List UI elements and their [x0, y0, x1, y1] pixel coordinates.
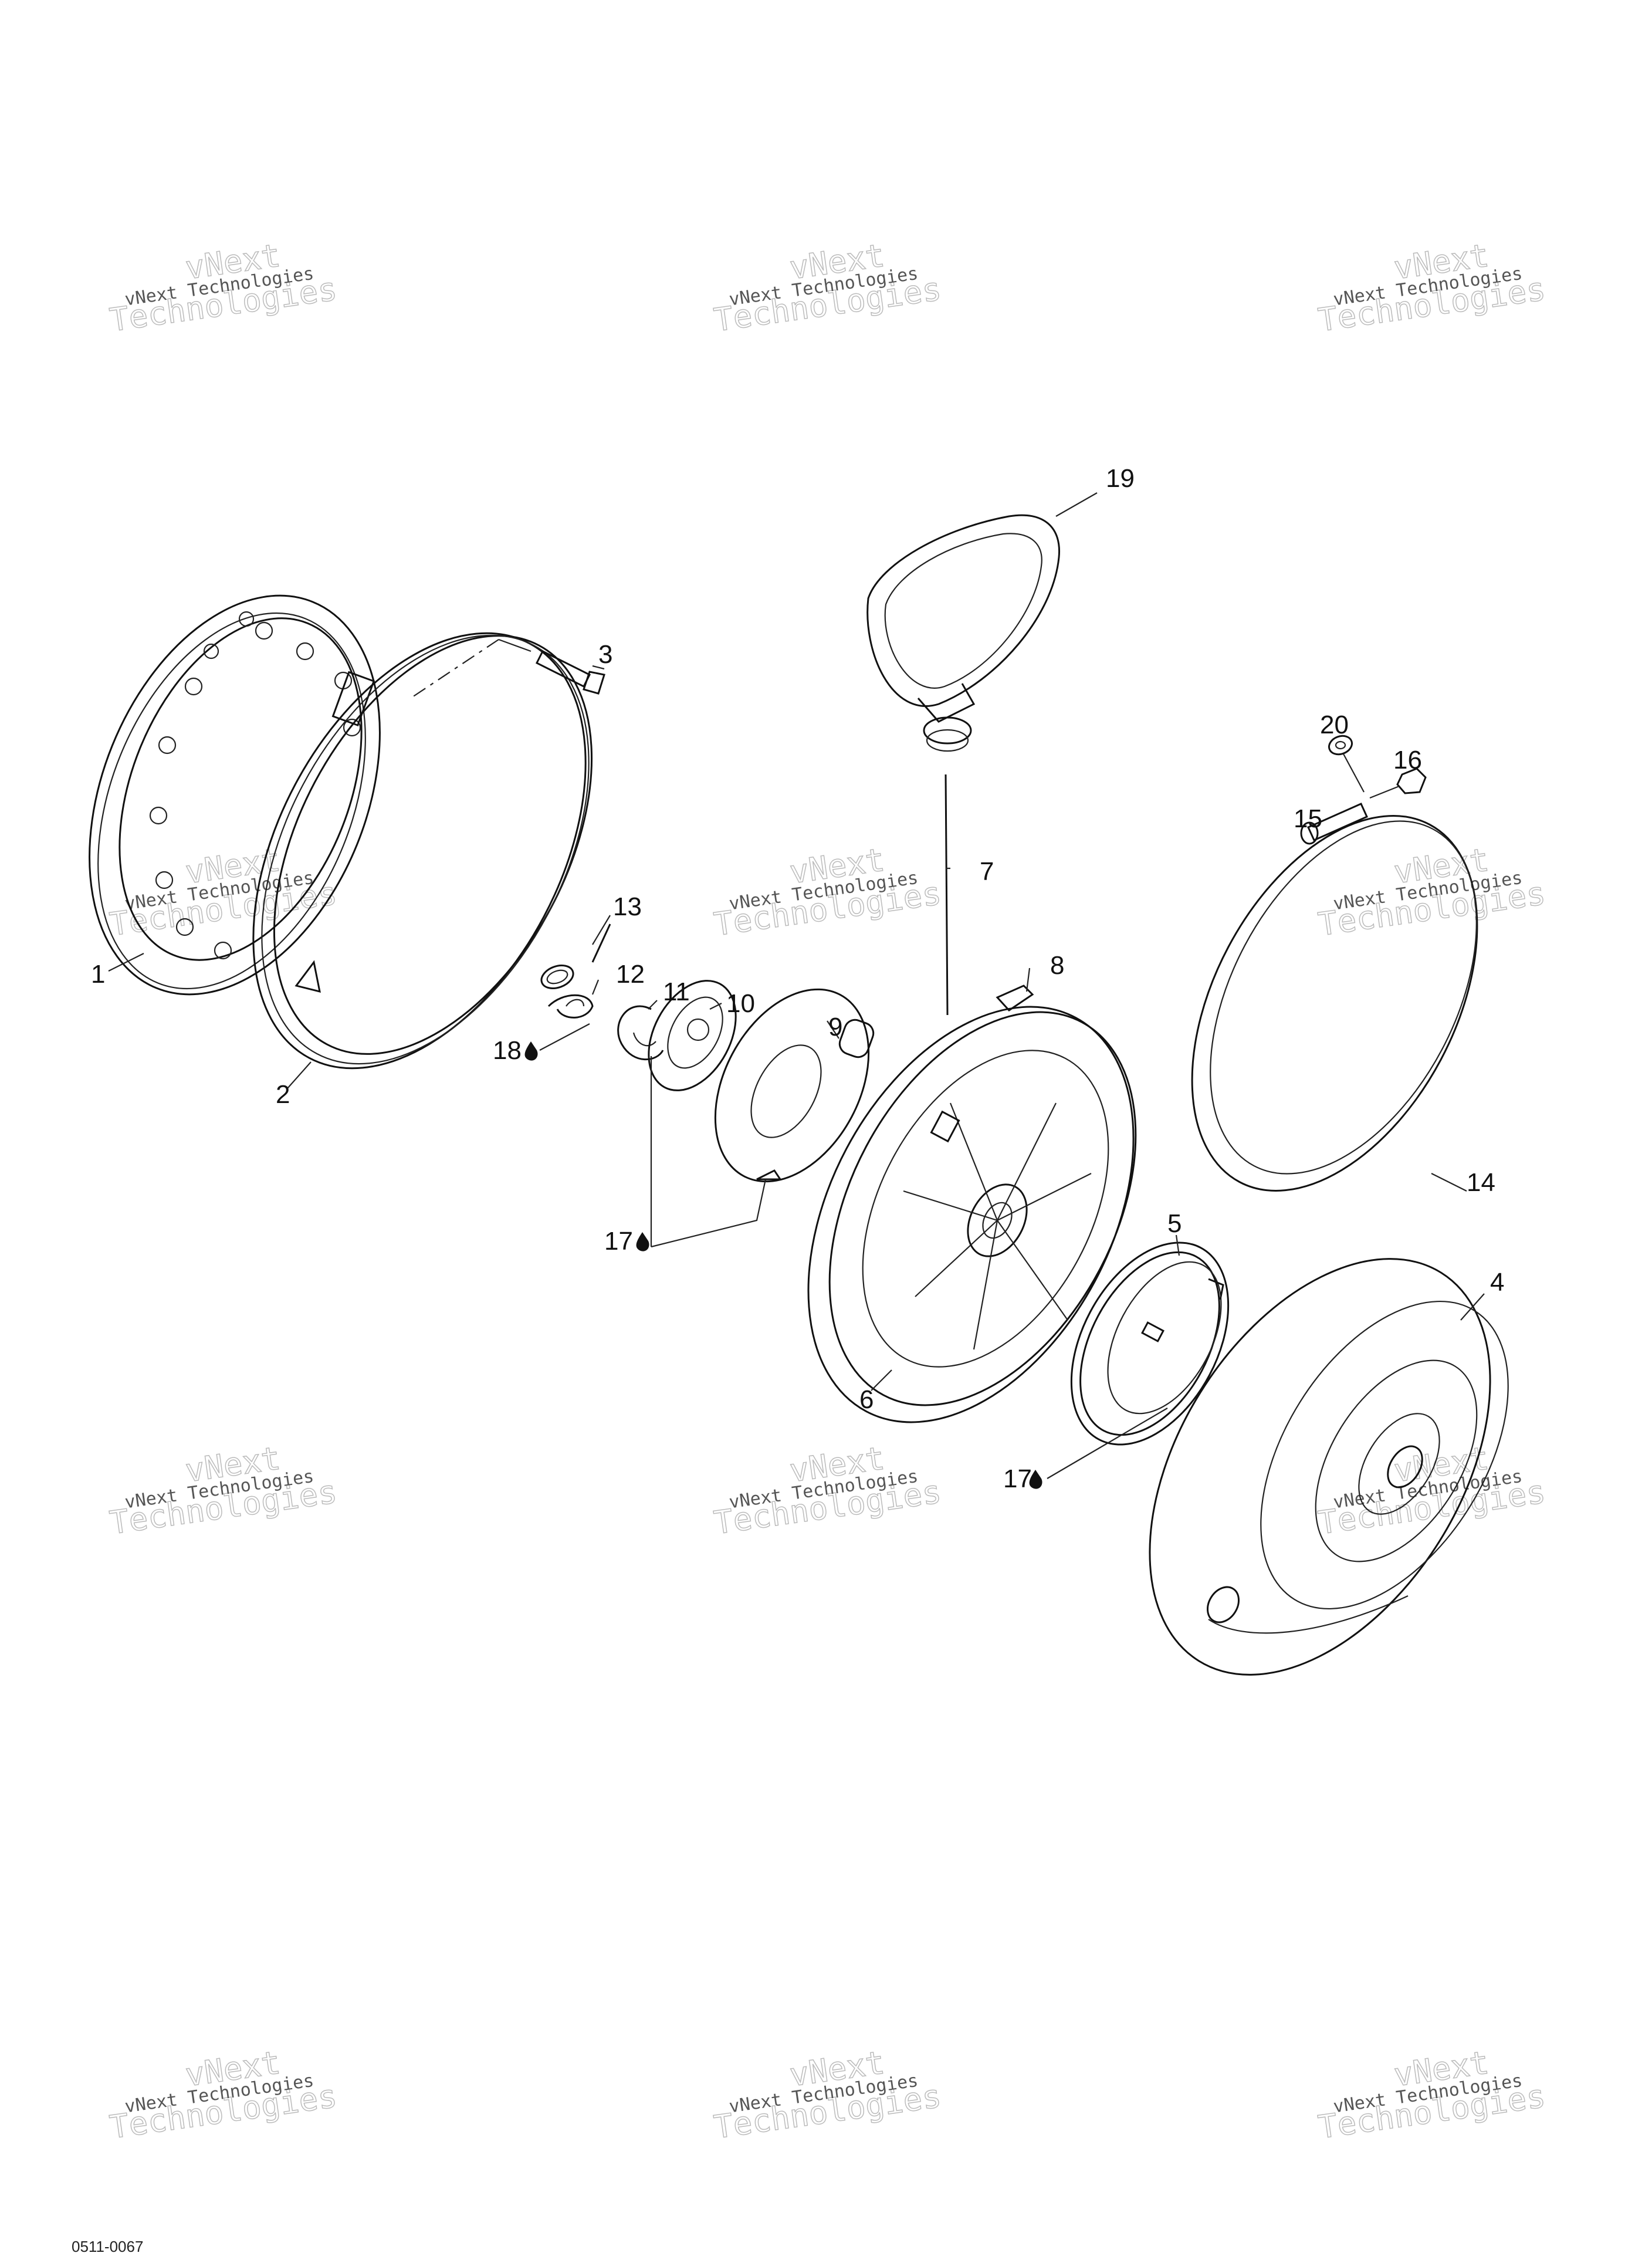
part-9-cam — [714, 988, 875, 1183]
label-11: 11 — [663, 977, 690, 1006]
label-10: 10 — [726, 989, 755, 1018]
part-16-nut — [1396, 767, 1427, 794]
label-8: 8 — [1050, 951, 1064, 980]
part-14-retainer-ring — [1191, 815, 1478, 1192]
part-20-washer — [1328, 735, 1400, 799]
label-2: 2 — [276, 1080, 290, 1109]
part-7-rope — [945, 774, 949, 1016]
label-5: 5 — [1167, 1209, 1182, 1238]
part-10-pawl-disc — [648, 980, 737, 1091]
part-4-cover — [1149, 1258, 1509, 1676]
label-9: 9 — [828, 1013, 842, 1041]
part-2-housing-ring — [252, 632, 593, 1070]
part-8-key — [996, 985, 1034, 1012]
part-19-starter-handle — [866, 514, 1061, 752]
label-3: 3 — [598, 640, 612, 669]
label-16: 16 — [1393, 746, 1422, 774]
leader-lines — [108, 492, 1485, 1479]
label-19: 19 — [1106, 464, 1135, 493]
label-1: 1 — [91, 960, 105, 989]
figure-code: 0511-0067 — [72, 2238, 143, 2253]
label-14: 14 — [1467, 1168, 1495, 1197]
label-7: 7 — [980, 857, 994, 886]
part-labels: 1 2 3 4 5 6 7 8 9 10 11 12 13 14 15 16 1… — [91, 464, 1504, 1493]
label-6: 6 — [859, 1385, 874, 1414]
label-13: 13 — [613, 892, 642, 921]
part-15-bolt — [1300, 803, 1368, 845]
part-12-spring-clip — [547, 994, 594, 1019]
part-5-recoil-spring — [1070, 1241, 1230, 1446]
label-4: 4 — [1490, 1268, 1504, 1297]
part-1-ratchet-ring — [89, 594, 381, 996]
label-17-left: 17 — [604, 1227, 633, 1256]
label-17-right: 17 — [1003, 1464, 1032, 1493]
lubricant-drop-icon — [524, 1041, 1042, 1489]
label-12: 12 — [616, 960, 645, 989]
label-20: 20 — [1320, 711, 1349, 739]
label-15: 15 — [1294, 804, 1322, 833]
part-3-screw — [410, 638, 605, 699]
part-11-spring — [617, 1005, 664, 1061]
part-13-washer — [540, 923, 611, 989]
label-18: 18 — [493, 1036, 522, 1065]
part-6-rope-pulley — [807, 1006, 1137, 1423]
